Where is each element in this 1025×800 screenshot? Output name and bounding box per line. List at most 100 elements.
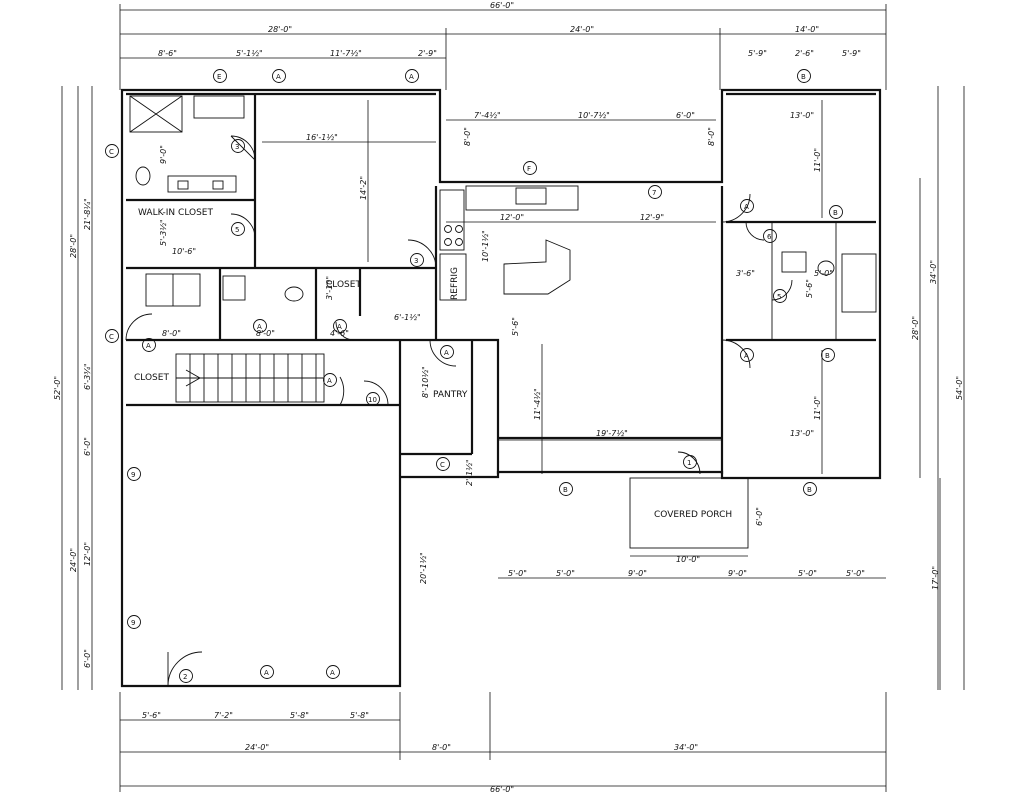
dim-bot-8: 8'-0": [432, 743, 451, 752]
dim-top-5-1h: 5'-1½": [236, 49, 263, 58]
dim-mb-9-0: 9'-0": [159, 145, 168, 164]
dim-k-10-1h: 10'-1½": [481, 230, 490, 262]
dim-b-5-8b: 5'-8": [350, 711, 369, 720]
door-tag-5b: 5: [777, 293, 781, 301]
window-tag-a-l2: A: [257, 323, 262, 331]
window-tag-a-pantry: A: [444, 349, 449, 357]
window-tag-a1: A: [276, 73, 281, 81]
window-tag-c-pantry: C: [440, 461, 445, 469]
dim-f-9b: 9'-0": [728, 569, 747, 578]
covered-porch-slab: [629, 477, 749, 549]
dim-bot-24: 24'-0": [245, 743, 269, 752]
dim-top-11-7h: 11'-7½": [330, 49, 362, 58]
vanity-icon: [167, 175, 237, 193]
dim-k-12-9: 12'-9": [640, 213, 664, 222]
dim-f-5d: 5'-0": [846, 569, 865, 578]
dim-k-10-7h: 10'-7½": [578, 111, 610, 120]
bath-toilet-icon: [817, 260, 835, 276]
dim-top-left: 28'-0": [268, 25, 292, 34]
window-tag-b4: B: [807, 486, 812, 494]
window-tag-a-g1: A: [264, 669, 269, 677]
door-tag-2: 2: [183, 673, 187, 681]
dim-k-12-0: 12'-0": [500, 213, 524, 222]
window-tag-c1: C: [109, 148, 114, 156]
dim-k-6-0: 6'-0": [676, 111, 695, 120]
dim-left-6b: 6'-0": [83, 649, 92, 668]
door-tag-10: 10: [368, 396, 377, 404]
dim-br-13-0a: 13'-0": [790, 111, 814, 120]
window-tag-a-l4: A: [327, 377, 332, 385]
dim-f-9a: 9'-0": [628, 569, 647, 578]
dim-wic-5-3h: 5'-3½": [159, 219, 168, 246]
kitchen-counter: [465, 185, 579, 211]
dim-wic-10-6: 10'-6": [172, 247, 196, 256]
dim-left-6-3: 6'-3¾": [83, 363, 92, 390]
window-tag-a-l3: A: [337, 323, 342, 331]
dim-l-5-6: 5'-6": [511, 317, 520, 336]
toilet-icon: [135, 166, 151, 186]
room-closet-upper: CLOSET: [326, 280, 361, 290]
window-tag-a-bed1: A: [744, 203, 749, 211]
window-tag-a-bed2: A: [744, 352, 749, 360]
dim-top-2-9: 2'-9": [418, 49, 437, 58]
dim-overall-top: 66'-0": [490, 1, 514, 10]
door-tags: 3 5 3 7 6 5 10 1 9 9 2: [127, 139, 787, 683]
dim-top-8-6: 8'-6": [158, 49, 177, 58]
dim-liv-11-4h: 11'-4½": [533, 388, 542, 420]
door-tag-9b: 9: [131, 619, 135, 627]
toilet-icon-2: [284, 286, 304, 302]
window-tag-e: E: [217, 73, 221, 81]
door-tag-5a: 5: [235, 226, 239, 234]
dim-top-right: 14'-0": [795, 25, 819, 34]
label-refrig: REFRIG: [450, 267, 460, 300]
dim-f-5b: 5'-0": [556, 569, 575, 578]
dim-right-54: 54'-0": [955, 376, 964, 400]
dim-br-13-0b: 13'-0": [790, 429, 814, 438]
dim-bot-34: 34'-0": [674, 743, 698, 752]
dim-right-17: 17'-0": [931, 566, 940, 590]
dim-l-8-0b: 8'-0": [256, 329, 275, 338]
dim-l-4-6: 4'-6": [330, 329, 349, 338]
window-tag-b-top: B: [801, 73, 806, 81]
dim-left-24: 24'-0": [69, 548, 78, 572]
dim-mb-14-2: 14'-2": [359, 176, 368, 200]
staircase: [175, 353, 325, 403]
dim-bath-3-6: 3'-6": [736, 269, 755, 278]
dim-k-7-4h: 7'-4½": [474, 111, 501, 120]
dim-left-21-8: 21'-8¼": [83, 198, 92, 230]
dim-top-5-9a: 5'-9": [748, 49, 767, 58]
bath-sink-icon: [781, 251, 807, 273]
window-tag-f: F: [527, 165, 531, 173]
dim-p-2-1h: 2'-1½": [465, 459, 474, 486]
dim-bath-5-6: 5'-6": [805, 279, 814, 298]
dim-overall-bottom: 66'-0": [490, 785, 514, 794]
dim-left-28: 28'-0": [69, 234, 78, 258]
fixtures: [129, 95, 877, 549]
room-walk-in-closet: WALK-IN CLOSET: [138, 208, 213, 218]
window-tags: E A A B F C C B B B B A A A A A A A A A …: [105, 69, 843, 679]
dim-left-6a: 6'-0": [83, 437, 92, 456]
dim-br-11-0a: 11'-0": [813, 148, 822, 172]
door-tag-7: 7: [652, 189, 656, 197]
dim-l-8-0: 8'-0": [162, 329, 181, 338]
dim-liv-19-7h: 19'-7½": [596, 429, 628, 438]
kitchen-sink-icon: [515, 187, 547, 205]
dim-b-7-2: 7'-2": [214, 711, 233, 720]
dimension-lines: [61, 4, 965, 792]
dim-right-34: 34'-0": [929, 260, 938, 284]
dim-top-2-6: 2'-6": [795, 49, 814, 58]
refrigerator-icon: [439, 253, 467, 301]
dim-top-mid: 24'-0": [570, 25, 594, 34]
bath-tub-icon: [841, 253, 877, 313]
dim-top-5-9b: 5'-9": [842, 49, 861, 58]
door-tag-9a: 9: [131, 471, 135, 479]
door-tag-3b: 3: [414, 257, 418, 265]
bathtub-icon: [193, 95, 245, 119]
door-tag-3a: 3: [235, 143, 239, 151]
room-covered-porch: COVERED PORCH: [654, 510, 732, 520]
window-tag-a2: A: [409, 73, 414, 81]
dim-l-3-10: 3'-10": [325, 276, 334, 300]
shower-icon: [129, 95, 183, 133]
window-tag-b2: B: [825, 352, 830, 360]
